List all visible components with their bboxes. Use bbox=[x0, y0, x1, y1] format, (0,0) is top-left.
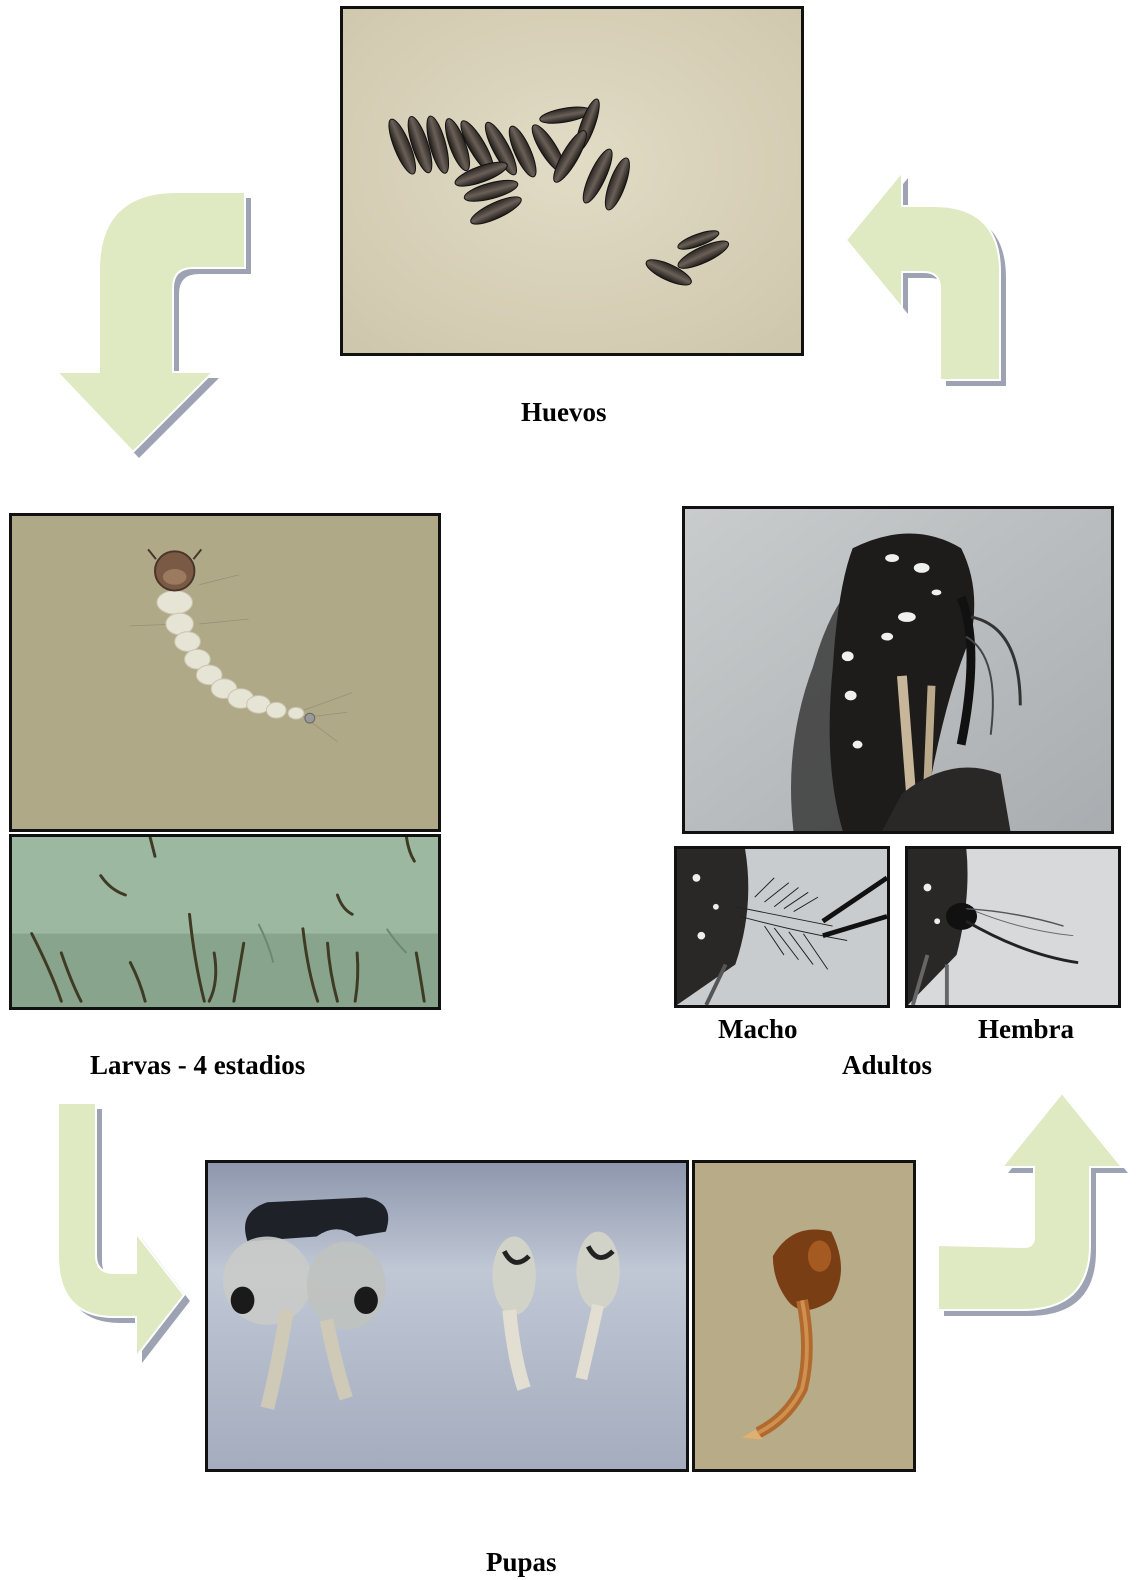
eggs-label: Huevos bbox=[521, 397, 607, 428]
female-photo bbox=[905, 846, 1121, 1008]
pupae-label: Pupas bbox=[486, 1547, 557, 1578]
eggs-photo bbox=[340, 6, 804, 356]
larvae-label: Larvas - 4 estadios bbox=[90, 1050, 305, 1081]
male-label: Macho bbox=[718, 1014, 797, 1045]
larva-photo bbox=[9, 513, 441, 832]
arrow-eggs-to-larvae bbox=[55, 180, 255, 465]
adults-label: Adultos bbox=[842, 1050, 932, 1081]
arrow-larvae-to-pupae bbox=[50, 1095, 195, 1360]
pupa-photo bbox=[692, 1160, 916, 1472]
arrow-adults-to-eggs bbox=[840, 160, 1020, 395]
male-photo bbox=[674, 846, 890, 1008]
adult-photo bbox=[682, 506, 1114, 834]
arrow-pupae-to-adults bbox=[930, 1085, 1130, 1330]
larvae-group-photo bbox=[9, 834, 441, 1010]
pupae-group-photo bbox=[205, 1160, 689, 1472]
female-label: Hembra bbox=[978, 1014, 1074, 1045]
